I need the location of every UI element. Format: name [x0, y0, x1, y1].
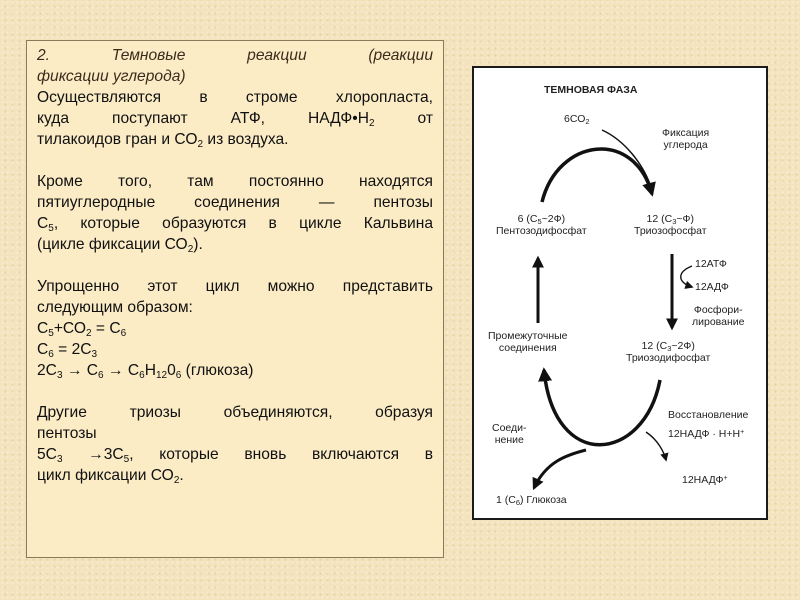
label-phosphorylation: Фосфори-лирование — [692, 304, 745, 328]
cycle-arrows — [532, 129, 694, 491]
equation-2: С6 = 2С3 — [37, 341, 98, 360]
equation-3: 2С3 → С6 → С6Н1206 (глюкоза) — [37, 362, 254, 381]
p4-line1: Другие триозы объединяются, образуя — [37, 404, 433, 421]
label-atp: 12АТФ — [695, 258, 727, 270]
label-triosediphosphate: 12 (С3~2Ф)Триозодифосфат — [626, 340, 711, 364]
p4-line3: 5С3 →3С5, которые вновь включаются в — [37, 446, 433, 465]
p2-line4: (цикле фиксации СО2). — [37, 236, 203, 255]
arrow-reduction-arc — [538, 367, 662, 447]
label-reduction: Восстановление — [668, 409, 749, 421]
p4-line2: пентозы — [37, 425, 97, 442]
label-triose: 12 (С3~Ф)Триозофосфат — [634, 213, 707, 237]
p1-line2: куда поступают АТФ, НАДФ•Н2 от — [37, 110, 433, 129]
label-adp: 12АДФ — [695, 281, 729, 293]
label-nadph: 12НАДФ · Н+Н+ — [668, 428, 745, 440]
p2-line3: С5, которые образуются в цикле Кальвина — [37, 215, 433, 234]
p1-line3: тилакоидов гран и СО2 из воздуха. — [37, 131, 289, 150]
arrow-co2-in — [601, 129, 653, 191]
arrow-fixation-arc — [540, 147, 656, 203]
label-nadp: 12НАДФ+ — [682, 474, 728, 486]
section-title-cont: фиксации углерода) — [37, 68, 186, 85]
section-title: 2. Темновые реакции (реакции — [37, 47, 433, 64]
p2-line1: Кроме того, там постоянно находятся — [37, 173, 433, 190]
label-glucose: 1 (С6) Глюкоза — [496, 494, 567, 507]
arrow-atp-adp — [680, 265, 694, 289]
p4-line4: цикл фиксации СО2. — [37, 467, 184, 486]
label-pentose: 6 (С5~2Ф)Пентозодифосфат — [496, 213, 587, 237]
label-co2: 6СО2 — [564, 113, 590, 126]
p3-line1: Упрощенно этот цикл можно представить — [37, 278, 433, 295]
arrow-glucose-out — [532, 448, 587, 491]
p3-line2: следующим образом: — [37, 299, 193, 316]
label-combination: Соеди-нение — [492, 422, 527, 446]
text-panel: 2. Темновые реакции (реакции фиксации уг… — [26, 40, 444, 558]
equation-1: С5+СО2 = С6 — [37, 320, 127, 339]
arrow-nadph-nadp — [645, 431, 669, 462]
p2-line2: пятиуглеродные соединения — пентозы — [37, 194, 433, 211]
p1-line1: Осуществляются в строме хлоропласта, — [37, 89, 433, 106]
figure-title: ТЕМНОВАЯ ФАЗА — [544, 84, 638, 96]
